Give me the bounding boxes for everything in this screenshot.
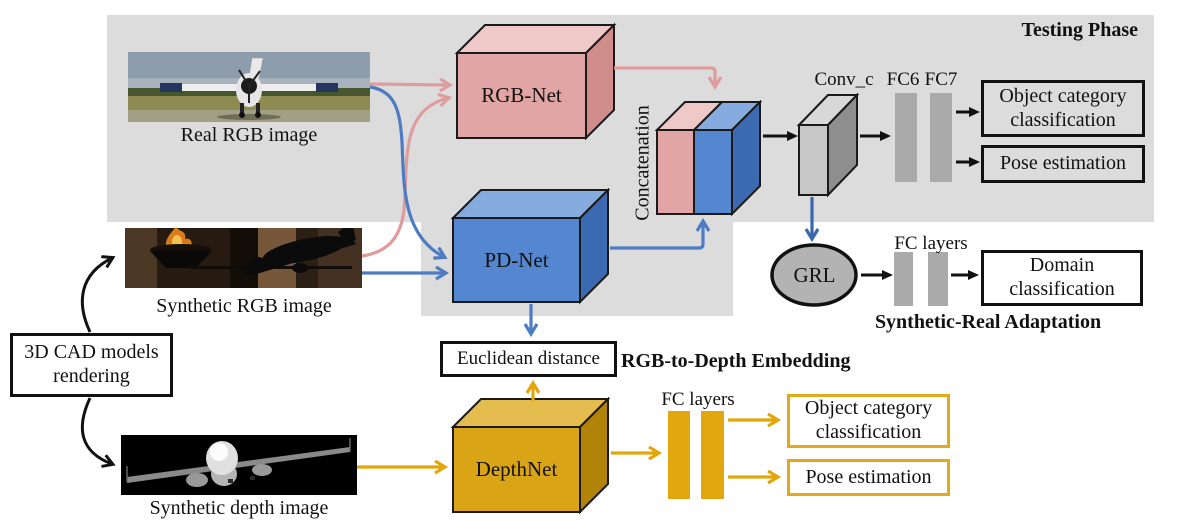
- synthetic-rgb-caption: Synthetic RGB image: [156, 295, 332, 317]
- real-rgb-image: [128, 52, 370, 122]
- fc-layers-adaptation-label: FC layers: [894, 233, 968, 254]
- arrow-rgbnet-to-concat: [614, 66, 715, 86]
- rgb-to-depth-embedding-title: RGB-to-Depth Embedding: [621, 350, 851, 372]
- concatenation-box: [654, 99, 763, 217]
- black-arrows: [80, 107, 980, 464]
- arrow-real-to-rgbnet: [369, 84, 449, 85]
- fc7-bar: [930, 93, 952, 182]
- rgb-net-box: [454, 22, 617, 141]
- arrow-cad-to-depthimg: [80, 397, 112, 464]
- fc6-label: FC6: [886, 69, 920, 90]
- fc6-bar: [895, 93, 917, 182]
- cad-rendering-box: 3D CAD models rendering: [10, 333, 173, 397]
- domain-classification-box: Domain classification: [981, 250, 1143, 306]
- conv-c-box: [796, 92, 860, 198]
- testing-object-category-box: Object category classification: [981, 80, 1145, 137]
- arrow-cad-to-synthrgb: [80, 258, 112, 333]
- grl-ellipse: [770, 243, 858, 307]
- fc-layers-depth-label: FC layers: [661, 389, 735, 410]
- euclidean-distance-box: Euclidean distance: [440, 341, 617, 377]
- synthetic-rgb-image: [125, 228, 362, 288]
- depth-net-box: [450, 396, 611, 515]
- yellow-arrows: [357, 384, 777, 477]
- synthetic-depth-caption: Synthetic depth image: [149, 497, 329, 519]
- fc-layers-adaptation-bar1: [894, 252, 913, 306]
- testing-pose-box: Pose estimation: [981, 145, 1145, 183]
- depth-object-category-box: Object category classification: [787, 394, 950, 448]
- concatenation-label: Concatenation: [631, 105, 654, 221]
- fc7-label: FC7: [924, 69, 958, 90]
- pd-net-label: PD-Net: [484, 247, 549, 272]
- blue-arrows: [362, 85, 703, 333]
- arrow-real-to-pdnet: [369, 85, 444, 257]
- real-rgb-caption: Real RGB image: [180, 124, 318, 146]
- synthetic-real-adaptation-title: Synthetic-Real Adaptation: [874, 311, 1102, 333]
- fc-layers-adaptation-bar2: [928, 252, 948, 306]
- conv-c-label: Conv_c: [814, 69, 874, 90]
- fc-layers-depth-bar1: [668, 411, 690, 499]
- grl-label: GRL: [793, 262, 836, 287]
- rgb-net-label: RGB-Net: [481, 83, 562, 108]
- synthetic-depth-image: [121, 435, 357, 495]
- depth-net-label: DepthNet: [475, 457, 558, 482]
- depth-pose-box: Pose estimation: [787, 459, 950, 496]
- testing-phase-title: Testing Phase: [1021, 19, 1138, 41]
- fc-layers-depth-bar2: [701, 411, 724, 499]
- arrow-pdnet-to-concat: [610, 222, 703, 250]
- pd-net-box: [450, 187, 611, 305]
